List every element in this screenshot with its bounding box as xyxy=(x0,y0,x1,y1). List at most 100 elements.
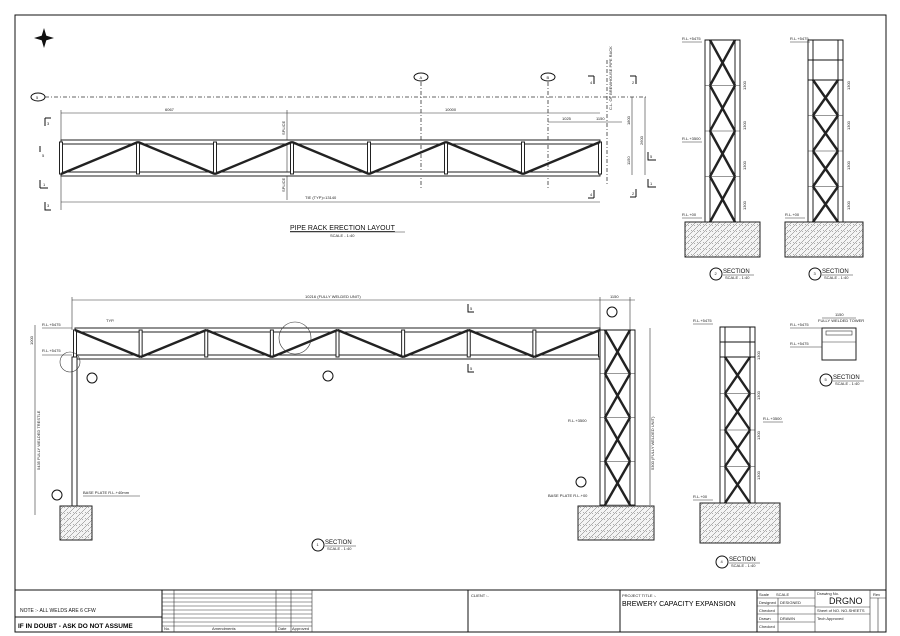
x-brace xyxy=(812,114,839,152)
tower-dim: 1300 xyxy=(742,80,747,90)
drawing-number: DRGNO xyxy=(829,596,863,606)
section-number: 1 xyxy=(317,542,320,547)
drawn-value: DRAWN xyxy=(780,616,795,621)
diagonal-brace xyxy=(74,328,142,359)
splice-label-top: SPLICE xyxy=(281,120,286,135)
x-brace xyxy=(708,39,737,87)
section-label: SECTION xyxy=(833,375,860,381)
x-brace xyxy=(812,150,839,188)
diagonal-brace xyxy=(271,328,338,359)
vertical-member xyxy=(59,141,63,175)
designed-value: DESIGNED xyxy=(780,600,801,605)
section-label: SECTION xyxy=(723,269,750,275)
base-plate-left: BASE PLATE R.L.+40mm xyxy=(83,490,130,495)
tower-dim: 1300 xyxy=(756,390,761,400)
rl-label: R.L.+5475 xyxy=(790,36,809,41)
section-marker: 1 xyxy=(647,179,656,188)
vertical-member xyxy=(213,141,217,175)
x-brace xyxy=(603,416,632,462)
svg-text:5: 5 xyxy=(42,153,45,158)
svg-text:1: 1 xyxy=(650,181,653,186)
base-plate-right: BASE PLATE R.L.+00 xyxy=(548,493,588,498)
tech-approved: Tech Approved xyxy=(817,616,843,621)
section-label: SECTION xyxy=(729,557,756,563)
svg-text:Date: Date xyxy=(278,626,287,631)
tower-dim: 1300 xyxy=(756,430,761,440)
vertical-member xyxy=(204,329,209,358)
svg-text:1: 1 xyxy=(43,182,46,187)
section-tag-circle xyxy=(709,267,723,281)
section5-rl-mid: R.L.+5475 xyxy=(790,341,809,346)
centerline-note: C.L. OF BREWHOUSE PIPE RACK xyxy=(608,46,613,110)
section-marker: 4 xyxy=(588,190,595,199)
checked-label: Checked xyxy=(759,608,775,613)
section5-width: 1150 xyxy=(835,312,844,317)
section-tag-circle xyxy=(819,373,833,387)
dim-1800: 1800 xyxy=(626,115,631,125)
rl-3500-frame: R.L.+3500 xyxy=(568,418,587,423)
rl-mid-left: R.L.+5475 xyxy=(42,348,61,353)
frame-depth-dim: 1000 xyxy=(29,335,34,345)
x-brace xyxy=(708,84,737,132)
dim-10000: 10000 xyxy=(445,107,457,112)
dim-2600: 2600 xyxy=(639,135,644,145)
section-label: SECTION xyxy=(325,540,352,546)
x-brace xyxy=(603,329,632,375)
x-brace xyxy=(812,185,839,223)
scale-value: SCALE xyxy=(776,592,789,597)
tower-dim: 1300 xyxy=(846,80,851,90)
x-brace xyxy=(708,130,737,178)
svg-text:2: 2 xyxy=(632,80,635,85)
vertical-member xyxy=(444,141,448,175)
tower-note: 5300 (FULLY WELDED UNIT) xyxy=(650,416,655,470)
section-scale: SCALE - 1:40 xyxy=(835,381,860,386)
checked2-label: Checked xyxy=(759,624,775,629)
svg-text:Approved: Approved xyxy=(292,626,309,631)
section-marker: 3 xyxy=(44,117,51,126)
dim-1025: 1025 xyxy=(562,116,572,121)
section-1-frame-view: 10216 (FULLY WELDED UNIT) 1150 R.L.+5475… xyxy=(29,294,655,541)
section-marker: 5 xyxy=(39,146,45,158)
section-tag-circle xyxy=(715,555,729,569)
vertical-member xyxy=(532,329,537,358)
diagonal-brace xyxy=(533,328,601,359)
dim-1150-vertical: 1150 xyxy=(626,156,631,165)
vertical-member xyxy=(521,141,525,175)
tower-dim: 1300 xyxy=(846,120,851,130)
tower-leg xyxy=(719,326,726,504)
vertical-member xyxy=(136,141,140,175)
tower-dim: 1300 xyxy=(742,120,747,130)
diagonal-brace xyxy=(468,328,535,359)
frame-overall-dim: 10216 (FULLY WELDED UNIT) xyxy=(305,294,361,299)
section-tag-circle xyxy=(808,267,822,281)
north-arrow-icon xyxy=(34,28,54,48)
diagonal-brace xyxy=(337,328,404,359)
section-marker: 3 xyxy=(44,202,51,211)
dim-6067: 6067 xyxy=(165,107,175,112)
warning-note: IF IN DOUBT - ASK DO NOT ASSUME xyxy=(18,623,133,630)
tower-dim: 1300 xyxy=(756,470,761,480)
sheet-border xyxy=(14,14,887,633)
section-number: 4 xyxy=(721,559,724,564)
rl-label: R.L.+00 xyxy=(693,494,708,499)
vertical-member xyxy=(367,141,371,175)
rl-label: R.L.+5475 xyxy=(682,36,701,41)
section-number: 2 xyxy=(715,271,718,276)
concrete-foundation xyxy=(699,502,781,544)
tower-leg xyxy=(807,39,814,223)
section-marker: 4 xyxy=(588,75,595,85)
x-brace xyxy=(708,175,737,223)
section-5-view: 1150 FULLY WELDED TOWER R.L.+5475 R.L.+5… xyxy=(790,312,864,361)
tower-dim: 1300 xyxy=(846,160,851,170)
svg-text:4: 4 xyxy=(590,192,593,197)
section-marker: 2 xyxy=(630,75,637,85)
diagonal-brace xyxy=(522,140,601,176)
svg-text:5: 5 xyxy=(650,154,653,159)
amendments-table: No. Amendments Date Approved xyxy=(162,590,313,632)
left-foundation xyxy=(59,505,93,541)
diagonal-brace xyxy=(402,328,470,359)
vertical-member xyxy=(269,329,274,358)
svg-text:No.: No. xyxy=(164,626,170,631)
